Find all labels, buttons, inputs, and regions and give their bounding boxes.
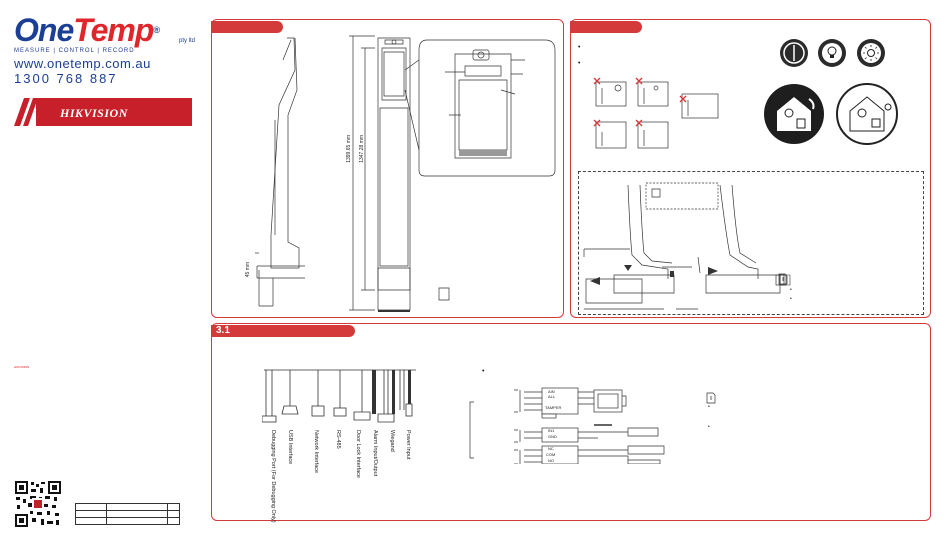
port-cables-drawing	[262, 369, 416, 423]
logo-suffix: pty ltd	[179, 38, 196, 44]
installation-dashed-box	[578, 171, 924, 315]
indoor-light-icon	[764, 84, 824, 144]
terminal-ain: AIN	[548, 389, 555, 394]
port-label-alarm: Alarm Input/Output	[372, 430, 378, 477]
wiring-terminal-drawing	[469, 387, 665, 464]
side-depth-label: 45 mm	[245, 262, 251, 278]
logo-reg: ®	[153, 25, 160, 35]
wiring-panel-tab	[211, 325, 355, 337]
note-icon	[778, 273, 788, 285]
terminal-all: ALL	[548, 394, 556, 399]
terminal-tamper: TAMPER	[545, 405, 562, 410]
outdoor-icon	[836, 83, 898, 145]
installation-panel-tab	[570, 21, 642, 33]
logo-one: One	[14, 12, 74, 48]
dimensions-panel	[211, 19, 564, 318]
brand-block: OneTemp® pty ltd MEASURE | CONTROL | REC…	[14, 14, 209, 86]
sun-icon	[857, 39, 885, 67]
installation-panel	[570, 19, 931, 318]
port-label-debugging: Debugging Port (For Debugging Only)	[270, 430, 276, 523]
port-label-rs485: RS-485	[335, 430, 341, 449]
wiring-note-bullet-2: •	[708, 424, 710, 430]
inner-height-label: 1347.28 mm	[359, 135, 365, 163]
hikvision-banner	[14, 98, 192, 126]
dimension-drawing	[255, 35, 556, 312]
wiring-panel	[211, 323, 931, 521]
port-label-usb: USB Interface	[287, 430, 293, 465]
terminal-com: COM	[546, 452, 556, 457]
phone-number: 1300 768 887	[14, 71, 118, 86]
bulb-icon	[818, 39, 846, 67]
tagline: MEASURE | CONTROL | RECORD	[14, 48, 135, 54]
terminal-in1: IN1	[548, 428, 555, 433]
dimensions-panel-tab	[211, 21, 283, 33]
terminal-gnd: GND	[548, 434, 557, 439]
wiring-bullet: •	[482, 368, 485, 375]
terminal-nc: NC	[548, 446, 554, 451]
onetemp-logo: OneTemp®	[14, 14, 209, 46]
note-bullet-1: •	[578, 44, 581, 51]
port-label-power: Power Input	[405, 430, 411, 460]
hikvision-logo: HIKVISION	[60, 106, 128, 120]
website-link[interactable]: www.onetemp.com.au	[14, 56, 151, 71]
port-label-door-lock: Door Lock Interface	[355, 430, 361, 478]
wiring-note-icon	[706, 392, 716, 404]
info-table	[74, 503, 180, 525]
note-bullet-2: •	[578, 60, 581, 67]
qr-code-icon	[14, 480, 62, 528]
terminal-no: NO	[548, 458, 554, 463]
wiring-section-title: 3.1	[216, 325, 230, 336]
small-mark: HIKVISION	[14, 365, 30, 369]
environment-diagrams	[593, 77, 719, 149]
indoor-icon	[780, 39, 808, 67]
logo-temp: Temp	[73, 12, 154, 48]
total-height-label: 1399.65 mm	[346, 135, 352, 163]
port-label-wiegand: Wiegand	[389, 430, 395, 452]
install-bullet-2: •	[790, 296, 792, 302]
wiring-note-bullet-1: •	[708, 404, 710, 410]
install-bullet-1: •	[790, 287, 792, 293]
port-label-network: Network Interface	[313, 430, 319, 474]
installation-drawing	[583, 182, 791, 310]
